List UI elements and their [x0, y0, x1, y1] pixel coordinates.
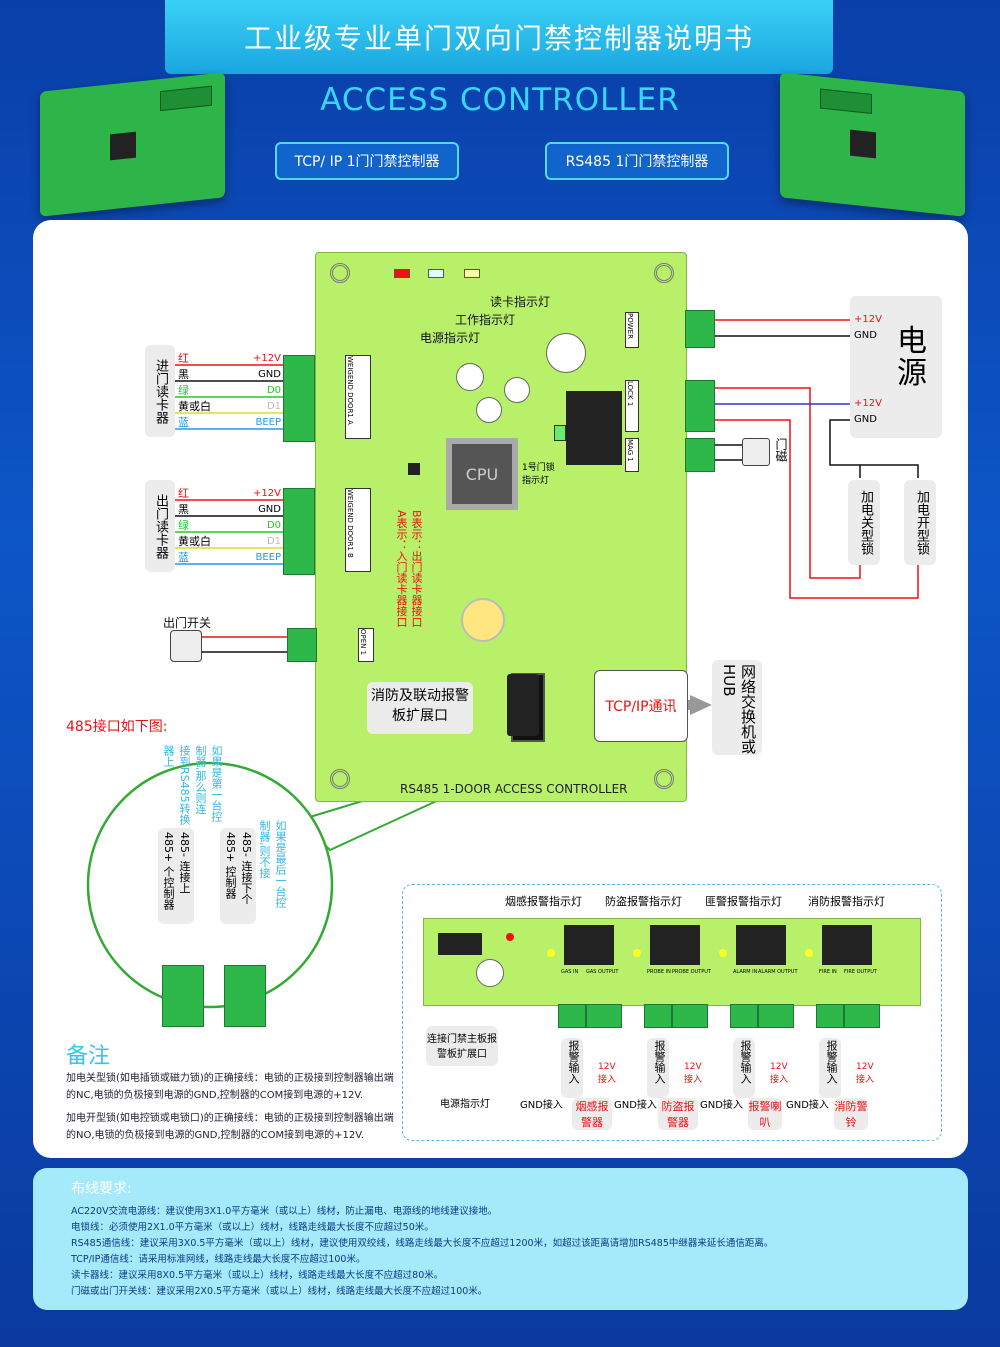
wiring-lines: AC220V交流电源线：建议使用3X1.0平方毫米（或以上）线材，防止漏电、电源…	[71, 1206, 774, 1297]
mag-terminal	[685, 438, 715, 472]
alarm-gnd-1: GND接入	[520, 1100, 563, 1111]
alarm-device-horn: 报警喇叭	[748, 1098, 782, 1130]
reader-in-colors: 红 黑 绿 黄或白 蓝	[178, 352, 211, 429]
lock-nc-box: 加电关型锁	[848, 480, 880, 565]
rs485-connect-up: 485- 连接上 485+ 个控制器	[158, 828, 194, 924]
rs485-title: 485接口如下图:	[66, 719, 168, 735]
weigend-b-label: WEIGEND DOOR1 B	[345, 488, 371, 572]
wiring-box: 布线要求: AC220V交流电源线：建议使用3X1.0平方毫米（或以上）线材，防…	[33, 1168, 968, 1310]
alarm-input-2: 报警输入	[647, 1038, 669, 1098]
power-terminal	[685, 310, 715, 348]
reader-out-colors: 红 黑 绿 黄或白 蓝	[178, 487, 211, 564]
alarm-12v-3: 12V接入	[770, 1062, 789, 1085]
alarm-input-4: 报警输入	[819, 1038, 841, 1098]
open-label: OPEN 1	[358, 628, 374, 662]
rs485-terminal-1	[162, 965, 204, 1027]
alarm-led-theft: 防盗报警指示灯	[605, 895, 682, 908]
alarm-out-terminal-1	[586, 1004, 622, 1028]
alarm-out-terminal-4	[844, 1004, 880, 1028]
ext-port	[507, 674, 539, 736]
wiring-title: 布线要求:	[71, 1181, 132, 1197]
alarm-input-3: 报警输入	[733, 1038, 755, 1098]
subtitle: ACCESS CONTROLLER	[320, 82, 680, 118]
fire-ext-box: 消防及联动报警板扩展口	[367, 682, 473, 734]
power-title: 电源	[897, 324, 927, 391]
alarm-power-led: 电源指示灯	[440, 1099, 490, 1110]
alarm-in-terminal-2	[644, 1004, 672, 1028]
lock-label: LOCK 1	[625, 380, 639, 432]
alarm-12v-1: 12V接入	[598, 1062, 617, 1085]
alarm-device-theft: 防盗报警器	[658, 1098, 698, 1130]
alarm-gnd-2: GND接入	[614, 1100, 657, 1111]
alarm-device-bell: 消防警铃	[834, 1098, 868, 1130]
alarm-main-link: 连接门禁主板报警板扩展口	[426, 1026, 498, 1066]
door-magnet-icon	[742, 438, 770, 466]
ab-note-b: B表示：出门读卡器接口	[410, 510, 423, 628]
reader-out-title: 出门读卡器	[153, 494, 168, 559]
reader-in-box: 进门读卡器	[145, 345, 175, 437]
weigend-a-terminal	[283, 355, 315, 442]
alarm-gnd-4: GND接入	[786, 1100, 829, 1111]
alarm-out-terminal-3	[758, 1004, 794, 1028]
door-lock-led-label: 1号门锁指示灯	[522, 463, 555, 486]
board-name: RS485 1-DOOR ACCESS CONTROLLER	[400, 782, 628, 796]
cpu-chip: CPU	[446, 438, 518, 510]
alarm-section	[402, 884, 942, 1141]
power-supply-box: 电源 +12V GND +12V GND	[850, 296, 942, 438]
weigend-a-label: WEIGEND DOOR1 A	[345, 355, 371, 439]
open-terminal	[287, 628, 317, 662]
alarm-device-smoke: 烟感报警器	[572, 1098, 612, 1130]
rs485-note-last: 如果是最后一台控制器,则不接	[258, 820, 287, 908]
reader-in-signals: +12V GND D0 D1 BEEP	[253, 353, 281, 428]
alarm-led-smoke: 烟感报警指示灯	[505, 895, 582, 908]
alarm-in-terminal-3	[730, 1004, 758, 1028]
tcp-box: TCP/IP通讯	[594, 670, 688, 742]
rs485-note1: 如果是第一台控制器,那么则连接到RS485转换器上	[162, 745, 223, 825]
alarm-12v-4: 12V接入	[856, 1062, 875, 1085]
power-label: POWER	[625, 312, 639, 348]
note-line1: 加电关型锁(如电插锁或磁力锁)的正确接线：电锁的正极接到控制器输出端的NC,电锁…	[66, 1073, 394, 1101]
reader-out-box: 出门读卡器	[145, 480, 175, 572]
weigend-b-terminal	[283, 488, 315, 575]
alarm-led-fire: 消防报警指示灯	[808, 895, 885, 908]
lock-no-box: 加电开型锁	[904, 480, 936, 565]
reader-out-signals: +12V GND D0 D1 BEEP	[253, 488, 281, 563]
alarm-in-terminal-1	[558, 1004, 586, 1028]
alarm-out-terminal-2	[672, 1004, 708, 1028]
network-box: 网络交换机或HUB	[712, 660, 762, 755]
ab-note-a: A表示：入门读卡器接口	[395, 510, 408, 628]
notes-title: 备注	[66, 1044, 111, 1069]
exit-switch-label: 出门开关	[163, 616, 212, 630]
tag-rs485: RS485 1门门禁控制器	[545, 142, 729, 180]
page-title: 工业级专业单门双向门禁控制器说明书	[165, 0, 833, 74]
mag-label: MAG 1	[625, 438, 639, 472]
rs485-connect-down: 485- 连接下个 485+ 控制器	[220, 828, 256, 924]
alarm-board: GAS IN GAS OUTPUT PROBE IN PROBE OUTPUT …	[423, 918, 921, 1006]
led-power-label: 电源指示灯	[420, 331, 481, 345]
alarm-input-1: 报警输入	[561, 1038, 583, 1098]
alarm-led-bandit: 匪警报警指示灯	[705, 895, 782, 908]
tag-tcp: TCP/ IP 1门门禁控制器	[275, 142, 459, 180]
alarm-12v-2: 12V接入	[684, 1062, 703, 1085]
alarm-in-terminal-4	[816, 1004, 844, 1028]
led-read-label: 读卡指示灯	[490, 295, 551, 309]
led-work-label: 工作指示灯	[455, 313, 516, 327]
lock-terminal	[685, 380, 715, 432]
door-magnet-label: 门磁	[774, 438, 788, 462]
exit-switch-icon	[170, 630, 202, 662]
alarm-gnd-3: GND接入	[700, 1100, 743, 1111]
note-line2: 加电开型锁(如电控锁或电锁口)的正确接线：电锁的正极接到控制器输出端的NO,电锁…	[66, 1113, 394, 1141]
reader-in-title: 进门读卡器	[153, 359, 168, 424]
rs485-terminal-2	[224, 965, 266, 1027]
